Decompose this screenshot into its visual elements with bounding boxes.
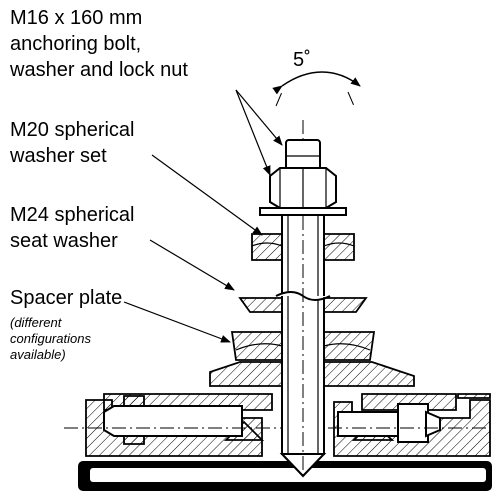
spherical-washer-set (251, 233, 355, 261)
spacer-note-line3: available) (10, 347, 66, 362)
spherical-washer-label-line1: M20 spherical (10, 119, 135, 141)
bolt-label-line1: M16 x 160 mm (10, 7, 143, 29)
base-plate (78, 461, 492, 491)
spacer-plate (230, 331, 376, 361)
adjusting-screws (64, 403, 490, 443)
seat-washer-label-line2: seat washer (10, 230, 118, 252)
spacer-note-line2: configurations (10, 331, 91, 346)
seat-washer-label-line1: M24 spherical (10, 204, 135, 226)
bolt-label-line3: washer and lock nut (10, 59, 188, 81)
leader-lines (123, 89, 283, 343)
tilt-angle-arc (272, 71, 361, 107)
spacer-note-line1: (different (10, 315, 62, 330)
spherical-seat-washer (238, 297, 368, 313)
spherical-washer-label-line2: washer set (10, 145, 107, 167)
spacer-plate-label: Spacer plate (10, 287, 123, 309)
hex-nut (259, 167, 347, 216)
tilt-angle-label: 5˚ (293, 49, 311, 71)
bolt-label-line2: anchoring bolt, (10, 33, 142, 55)
